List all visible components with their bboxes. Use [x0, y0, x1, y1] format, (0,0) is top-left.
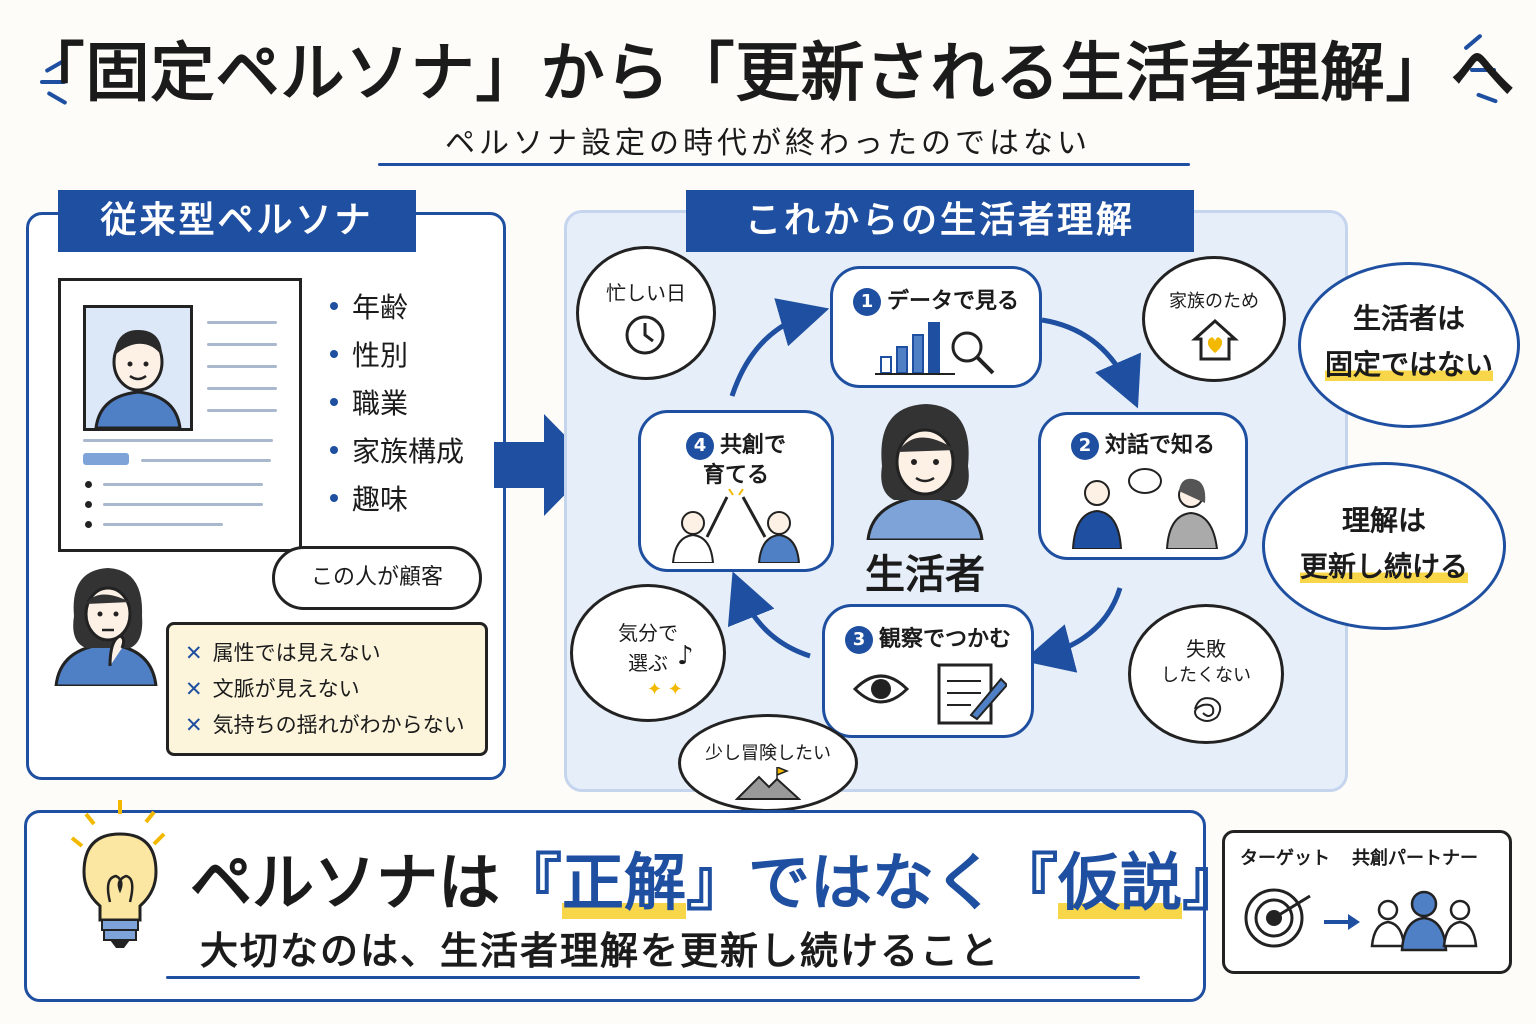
step-number: 2: [1070, 432, 1099, 460]
attribute-item: 職業: [330, 382, 408, 422]
high-five-icon: [671, 488, 801, 563]
sheet-line: [207, 343, 277, 346]
thought-bubble-mood: 気分で 選ぶ ♪ ✦ ✦: [570, 584, 726, 722]
step-number: 4: [685, 432, 714, 460]
subtitle-underline: [378, 163, 1190, 166]
step-number: 3: [844, 626, 873, 654]
sheet-line: [207, 321, 277, 324]
x-icon: ✕: [185, 713, 203, 737]
sheet-line: [207, 365, 277, 368]
conversation-icon: [1071, 468, 1219, 549]
attribute-item: 趣味: [330, 478, 408, 518]
lightbulb-icon: [70, 800, 166, 948]
attribute-item: 家族構成: [330, 430, 464, 470]
bar-chart-magnifier-icon: [875, 322, 995, 375]
attribute-item: 性別: [330, 334, 408, 374]
title-decoration: [1470, 68, 1496, 72]
sheet-bullet: [85, 521, 92, 528]
sheet-line: [207, 387, 277, 390]
bullet-dot: [330, 446, 338, 454]
sheet-line: [207, 409, 277, 412]
house-heart-icon: [1191, 318, 1239, 361]
tangle-icon: [1194, 697, 1222, 722]
thought-bubble-adventure: 少し冒険したい: [678, 714, 858, 812]
bullet-dot: [330, 302, 338, 310]
music-note-icon: ♪: [677, 641, 694, 671]
issue-item: ✕気持ちの揺れがわからない: [185, 713, 465, 737]
sheet-line: [103, 523, 223, 526]
thinking-person-illustration: [54, 568, 158, 686]
page-subtitle: ペルソナ設定の時代が終わったのではない: [445, 126, 1091, 161]
bullet-dot: [330, 350, 338, 358]
profile-sheet: [58, 278, 302, 552]
clock-icon: [625, 315, 665, 355]
consumer-person-illustration: [866, 404, 984, 540]
thought-bubble-no-fail: 失敗 したくない: [1128, 604, 1284, 744]
sheet-bullet: [85, 481, 92, 488]
target-to-partners-icon: [1244, 888, 1478, 952]
keep-updating-bubble: 理解は 更新し続ける: [1262, 462, 1506, 630]
title-decoration: [40, 80, 66, 84]
mountain-flag-icon: [735, 767, 801, 800]
conclusion-tagline: 大切なのは、生活者理解を更新し続けること: [200, 929, 1001, 973]
step-number: 1: [852, 288, 881, 316]
customer-speech-bubble: この人が顧客: [272, 546, 482, 610]
issue-item: ✕属性では見えない: [185, 641, 381, 665]
sheet-bullet: [85, 501, 92, 508]
page-title: 「固定ペルソナ」から「更新される生活者理解」へ: [20, 37, 1516, 111]
step-title-line2: 育てる: [702, 463, 769, 488]
x-icon: ✕: [185, 677, 203, 701]
attribute-item: 年齢: [330, 286, 408, 326]
sparkle-icon: ✦ ✦: [647, 679, 683, 700]
issues-note: ✕属性では見えない ✕文脈が見えない ✕気持ちの揺れがわからない: [166, 622, 488, 756]
sheet-line: [103, 483, 263, 486]
tagline-underline: [166, 976, 1140, 979]
sheet-line: [83, 439, 273, 442]
partner-label: 共創パートナー: [1352, 848, 1478, 869]
thought-bubble-family: 家族のため: [1142, 256, 1286, 382]
consumer-label: 生活者: [865, 552, 985, 598]
traditional-persona-label: 従来型ペルソナ: [58, 190, 416, 252]
sheet-highlight-bar: [83, 453, 129, 465]
x-icon: ✕: [185, 641, 203, 665]
consumer-understanding-label: これからの生活者理解: [686, 190, 1194, 252]
sheet-line: [103, 503, 263, 506]
target-label: ターゲット: [1240, 848, 1330, 869]
bullet-dot: [330, 494, 338, 502]
thought-bubble-busy: 忙しい日: [576, 246, 716, 380]
sheet-line: [141, 459, 271, 462]
profile-photo: [83, 305, 193, 431]
eye-notepad-icon: [852, 663, 1007, 725]
issue-item: ✕文脈が見えない: [185, 677, 360, 701]
cycle-arrows: [727, 298, 1141, 673]
conclusion-headline: ペルソナは『正解』ではなく『仮説』: [190, 846, 1245, 919]
fixed-not-bubble: 生活者は 固定ではない: [1298, 262, 1520, 428]
bullet-dot: [330, 398, 338, 406]
